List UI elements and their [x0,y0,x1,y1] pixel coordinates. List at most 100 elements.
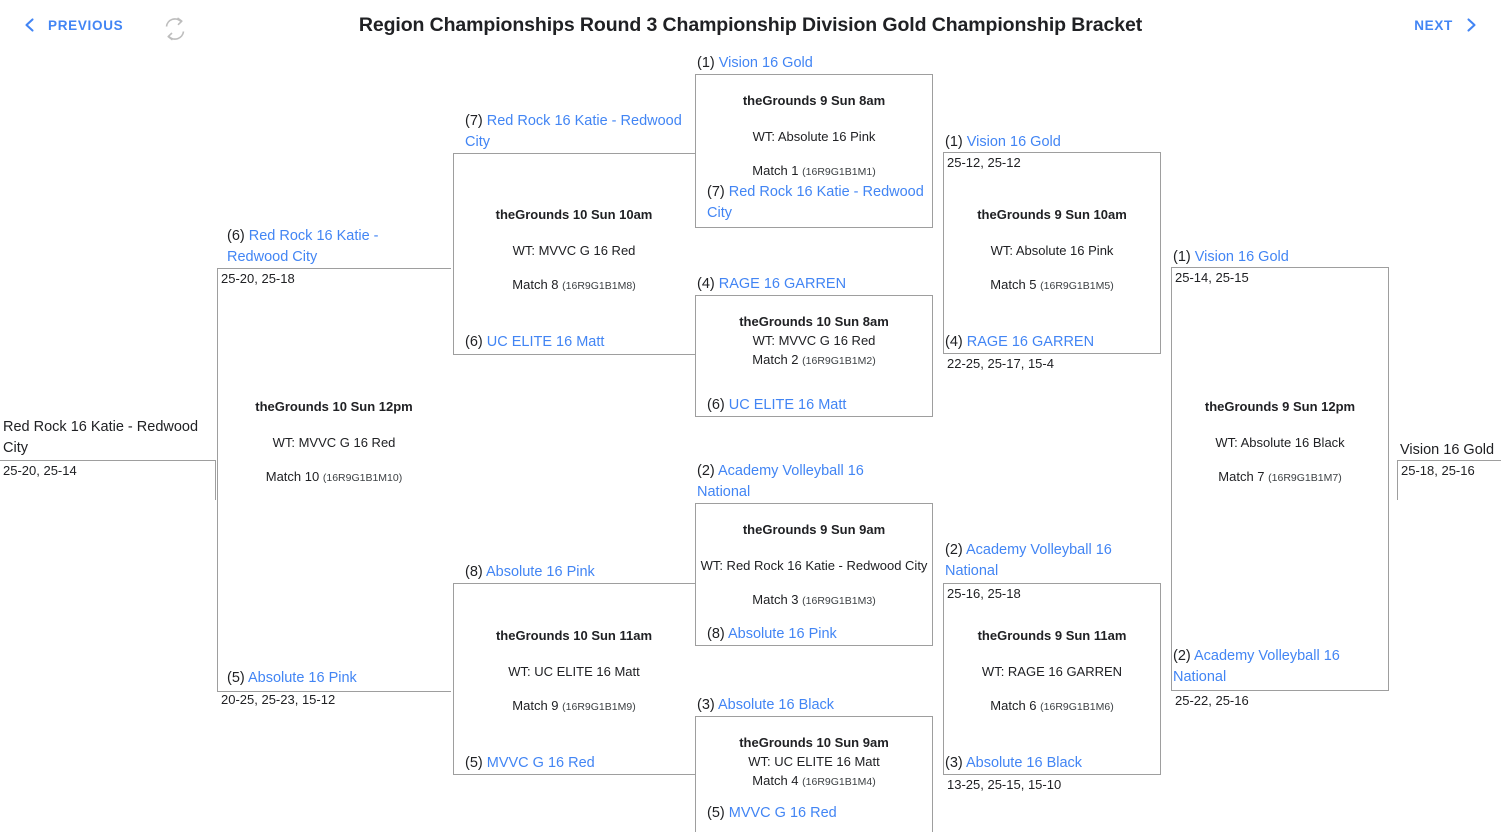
score-m5-bottom: 22-25, 25-17, 15-4 [947,356,1054,371]
team-m10-top[interactable]: (6) Red Rock 16 Katie - Redwood City [227,226,442,268]
seed-m2-bottom: (6) [707,397,729,413]
team-m7-top[interactable]: (1) Vision 16 Gold [1173,247,1403,268]
next-button[interactable]: NEXT [1414,17,1479,33]
match-box-m4[interactable] [695,716,933,832]
seed-m7-bottom: (2) [1173,648,1194,664]
champion-left-box [0,460,216,500]
team-name-m6-top: Academy Volleyball 16 National [945,542,1112,579]
team-m5-bottom[interactable]: (4) RAGE 16 GARREN [945,332,1175,353]
team-name-m8-top: Red Rock 16 Katie - Redwood City [465,113,682,150]
score-m7-top: 25-14, 25-15 [1175,270,1249,285]
team-m2-bottom[interactable]: (6) UC ELITE 16 Matt [707,395,935,416]
match-box-m9[interactable] [453,583,695,775]
team-m2-top[interactable]: (4) RAGE 16 GARREN [697,274,947,295]
match-info-m2: theGrounds 10 Sun 8am WT: MVVC G 16 Red … [695,313,933,371]
match-label-m8: Match 8 [512,277,559,292]
team-name-m9-bottom: MVVC G 16 Red [486,755,595,771]
page-header: PREVIOUS Region Championships Round 3 Ch… [0,0,1501,56]
match-code-m8: (16R9G1B1M8) [562,280,636,292]
team-m9-bottom[interactable]: (5) MVVC G 16 Red [465,753,685,774]
team-m6-top[interactable]: (2) Academy Volleyball 16 National [945,540,1145,582]
match-label-m5: Match 5 [990,277,1037,292]
match-court-m3: theGrounds 9 Sun 9am [742,522,886,537]
match-number-m8: Match 8 (16R9G1B1M8) [453,275,695,296]
team-name-m9-top: Absolute 16 Pink [485,564,595,580]
match-wt-m9: WT: UC ELITE 16 Matt [508,664,640,679]
match-court-m1: theGrounds 9 Sun 8am [742,93,886,108]
match-code-m5: (16R9G1B1M5) [1040,280,1114,292]
seed-m8-bottom: (6) [465,334,487,350]
team-m9-top[interactable]: (8) Absolute 16 Pink [465,562,685,583]
team-m1-top[interactable]: (1) Vision 16 Gold [697,53,947,74]
team-m1-bottom[interactable]: (7) Red Rock 16 Katie - Redwood City [707,182,935,224]
match-label-m4: Match 4 [752,773,799,788]
team-m8-top[interactable]: (7) Red Rock 16 Katie - Redwood City [465,111,685,153]
match-wt-m8: WT: MVVC G 16 Red [512,243,636,258]
next-label: NEXT [1414,17,1453,33]
match-code-m2: (16R9G1B1M2) [802,355,876,367]
match-box-m2[interactable] [695,295,933,417]
match-number-m3: Match 3 (16R9G1B1M3) [695,590,933,611]
match-court-m6: theGrounds 9 Sun 11am [977,628,1127,643]
match-code-m1: (16R9G1B1M1) [802,166,876,178]
match-code-m10: (16R9G1B1M10) [322,472,403,484]
team-m4-bottom[interactable]: (5) MVVC G 16 Red [707,803,935,824]
match-court-m2: theGrounds 10 Sun 8am [739,314,889,329]
match-info-m7: theGrounds 9 Sun 12pm WT: Absolute 16 Bl… [1171,398,1389,488]
match-wt-m6: WT: RAGE 16 GARREN [981,664,1123,679]
match-wt-m4: WT: UC ELITE 16 Matt [748,754,880,769]
team-m5-top[interactable]: (1) Vision 16 Gold [945,132,1175,153]
champion-left-score: 25-20, 25-14 [3,463,77,478]
seed-m10-top: (6) [227,228,249,244]
match-number-m10: Match 10 (16R9G1B1M10) [217,467,451,488]
match-label-m6: Match 6 [990,698,1037,713]
match-code-m7: (16R9G1B1M7) [1268,472,1342,484]
match-box-m5[interactable] [943,152,1161,354]
team-m8-bottom[interactable]: (6) UC ELITE 16 Matt [465,332,685,353]
team-name-m4-bottom: MVVC G 16 Red [728,805,837,821]
score-m6-bottom: 13-25, 25-15, 15-10 [947,777,1062,792]
team-m10-bottom[interactable]: (5) Absolute 16 Pink [227,668,442,689]
seed-m6-top: (2) [945,542,966,558]
chevron-left-icon [22,17,38,33]
match-box-m8[interactable] [453,153,695,355]
refresh-sync-icon[interactable] [159,14,191,44]
team-name-m5-top: Vision 16 Gold [966,134,1061,150]
match-box-m10[interactable] [217,268,451,692]
team-m3-top[interactable]: (2) Academy Volleyball 16 National [697,461,897,503]
seed-m1-top: (1) [697,55,719,71]
team-name-m7-bottom: Academy Volleyball 16 National [1173,648,1340,685]
seed-m5-top: (1) [945,134,967,150]
previous-button[interactable]: PREVIOUS [22,17,123,33]
seed-m3-top: (2) [697,463,718,479]
match-box-m1[interactable] [695,74,933,228]
match-info-m3: theGrounds 9 Sun 9am WT: Red Rock 16 Kat… [695,521,933,611]
match-box-m3[interactable] [695,503,933,646]
team-m7-bottom[interactable]: (2) Academy Volleyball 16 National [1173,646,1383,688]
seed-m9-bottom: (5) [465,755,487,771]
match-number-m1: Match 1 (16R9G1B1M1) [695,161,933,182]
team-name-m4-top: Absolute 16 Black [717,697,835,713]
seed-m4-top: (3) [697,697,718,713]
match-court-m7: theGrounds 9 Sun 12pm [1204,399,1356,414]
score-m7-bottom: 25-22, 25-16 [1175,693,1249,708]
match-number-m4: Match 4 (16R9G1B1M4) [695,771,933,792]
team-m4-top[interactable]: (3) Absolute 16 Black [697,695,947,716]
team-name-m2-bottom: UC ELITE 16 Matt [728,397,847,413]
match-court-m5: theGrounds 9 Sun 10am [977,207,1127,222]
seed-m4-bottom: (5) [707,805,729,821]
match-court-m8: theGrounds 10 Sun 10am [495,207,653,222]
match-wt-m1: WT: Absolute 16 Pink [752,129,876,144]
match-box-m6[interactable] [943,583,1161,775]
chevron-right-icon [1463,17,1479,33]
match-info-m1: theGrounds 9 Sun 8am WT: Absolute 16 Pin… [695,92,933,182]
match-box-m7[interactable] [1171,267,1389,691]
team-name-m10-top: Red Rock 16 Katie - Redwood City [227,228,379,265]
team-m6-bottom[interactable]: (3) Absolute 16 Black [945,753,1175,774]
score-m5-top: 25-12, 25-12 [947,155,1021,170]
team-name-m5-bottom: RAGE 16 GARREN [966,334,1095,350]
match-info-m9: theGrounds 10 Sun 11am WT: UC ELITE 16 M… [453,627,695,717]
team-m3-bottom[interactable]: (8) Absolute 16 Pink [707,624,935,645]
